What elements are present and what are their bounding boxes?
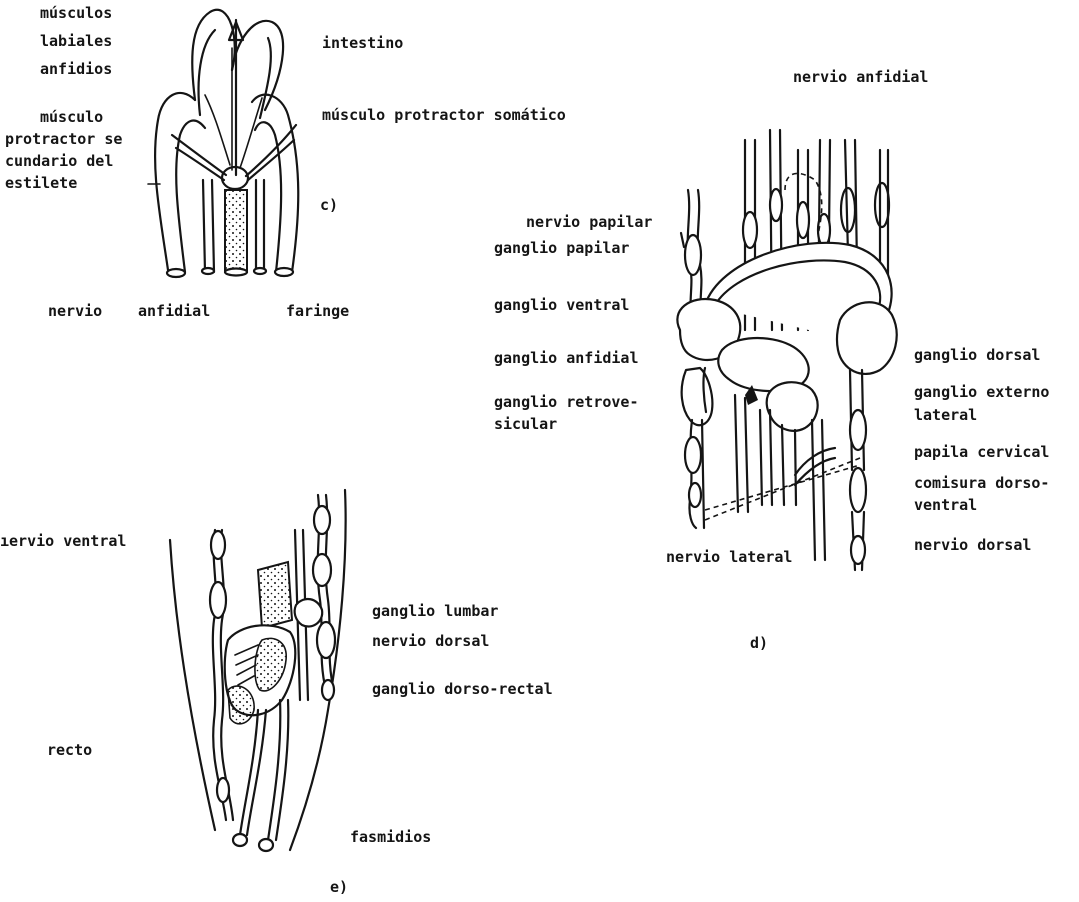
label-ganglio-externo: ganglio externo (914, 383, 1049, 402)
label-cundario-del: cundario del (5, 152, 113, 171)
label-recto: recto (47, 741, 92, 760)
label-ventral: ventral (914, 496, 977, 515)
label-nervio-ventral: ıervio ventral (0, 532, 126, 551)
label-fasmidios: fasmidios (350, 828, 431, 847)
label-nervio-anfidial: nervio anfidial (793, 68, 928, 87)
label-musculo-protractor-somatico: músculo protractor somático (322, 106, 566, 125)
label-comisura-dorso: comisura dorso- (914, 474, 1049, 493)
panel-d-letter: d) (750, 634, 768, 653)
label-intestino: intestino (322, 34, 403, 53)
label-sicular: sicular (494, 415, 557, 434)
label-labiales: labiales (40, 32, 112, 51)
label-ganglio-dorso-rectal: ganglio dorso-rectal (372, 680, 553, 699)
label-nervio-dorsal-e: nervio dorsal (372, 632, 489, 651)
label-protractor-se: protractor se (5, 130, 122, 149)
label-nervio-dorsal-d: nervio dorsal (914, 536, 1031, 555)
label-ganglio-dorsal: ganglio dorsal (914, 346, 1040, 365)
label-faringe: faringe (286, 302, 349, 321)
label-nervio: nervio (48, 302, 102, 321)
panel-d-drawing (677, 130, 896, 570)
label-papila-cervical: papila cervical (914, 443, 1049, 462)
label-anfidial: anfidial (138, 302, 210, 321)
label-ganglio-lumbar: ganglio lumbar (372, 602, 498, 621)
label-musculos: músculos (40, 4, 112, 23)
label-ganglio-ventral: ganglio ventral (494, 296, 629, 315)
panel-c-letter: c) (320, 196, 338, 215)
label-estilete: estilete (5, 174, 77, 193)
label-nervio-papilar: nervio papilar (526, 213, 652, 232)
panel-c-drawing (155, 10, 298, 277)
label-anfidios: anfidios (40, 60, 112, 79)
panel-e-letter: e) (330, 878, 348, 897)
label-nervio-lateral: nervio lateral (666, 548, 792, 567)
label-ganglio-retrove: ganglio retrove- (494, 393, 639, 412)
label-lateral: lateral (914, 406, 977, 425)
label-ganglio-anfidial: ganglio anfidial (494, 349, 639, 368)
label-musculo: músculo (40, 108, 103, 127)
label-ganglio-papilar: ganglio papilar (494, 239, 629, 258)
panel-e-drawing (170, 490, 346, 851)
